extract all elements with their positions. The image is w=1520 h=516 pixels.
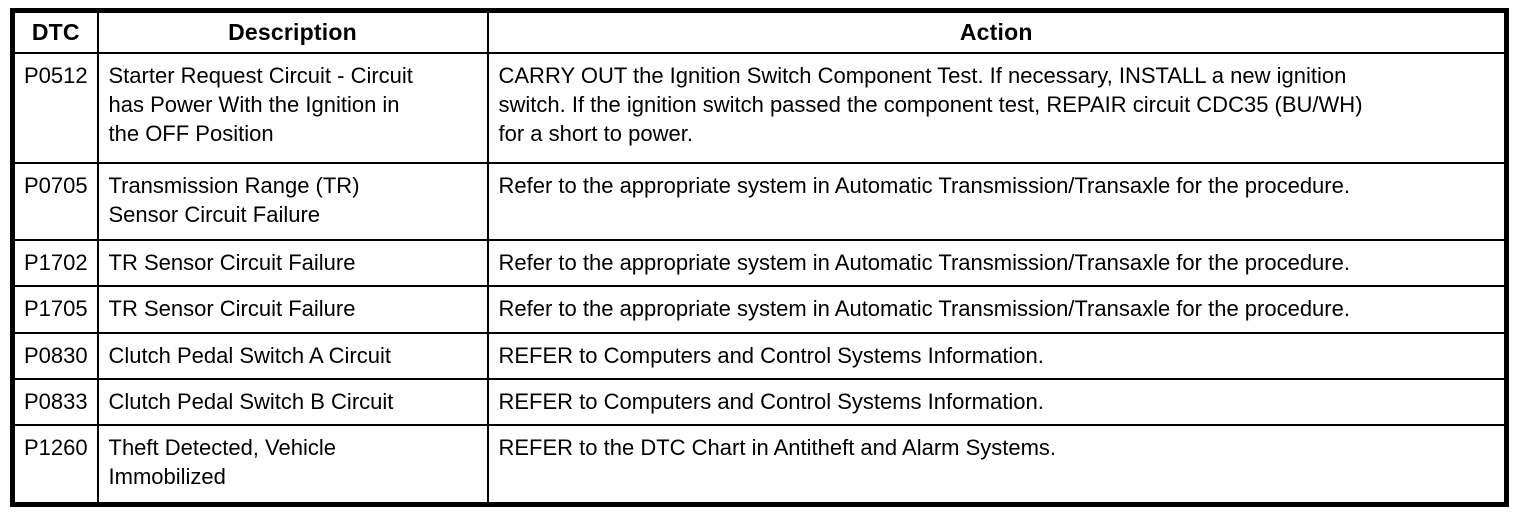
dtc-code-cell: P0705 [11,161,99,241]
description-cell: Clutch Pedal Switch A Circuit [96,331,489,380]
dtc-table: DTC Description Action P0512 Starter Req… [10,8,1509,507]
dtc-code-cell: P1702 [11,238,99,287]
action-cell: Refer to the appropriate system in Autom… [486,161,1508,241]
column-header-action: Action [486,9,1508,54]
table-row: P1702 TR Sensor Circuit Failure Refer to… [11,238,1508,287]
action-cell: REFER to the DTC Chart in Antitheft and … [486,423,1508,506]
dtc-code-cell: P0833 [11,377,99,426]
action-cell: Refer to the appropriate system in Autom… [486,284,1508,334]
description-cell: TR Sensor Circuit Failure [96,284,489,334]
table-row: P1705 TR Sensor Circuit Failure Refer to… [11,284,1508,334]
dtc-code-cell: P1705 [11,284,99,334]
action-cell: Refer to the appropriate system in Autom… [486,238,1508,287]
description-cell: Clutch Pedal Switch B Circuit [96,377,489,426]
action-cell: REFER to Computers and Control Systems I… [486,377,1508,426]
action-cell: CARRY OUT the Ignition Switch Component … [486,51,1508,164]
dtc-code-cell: P1260 [11,423,99,506]
header-row: DTC Description Action [11,9,1508,54]
action-cell: REFER to Computers and Control Systems I… [486,331,1508,380]
table-row: P0830 Clutch Pedal Switch A Circuit REFE… [11,331,1508,380]
column-header-description: Description [96,9,489,54]
table-row: P0512 Starter Request Circuit - Circuit … [11,51,1508,164]
dtc-code-cell: P0512 [11,51,99,164]
description-cell: Transmission Range (TR) Sensor Circuit F… [96,161,489,241]
dtc-table-header: DTC Description Action [11,9,1508,54]
table-row: P1260 Theft Detected, Vehicle Immobilize… [11,423,1508,506]
description-cell: Theft Detected, Vehicle Immobilized [96,423,489,506]
table-row: P0705 Transmission Range (TR) Sensor Cir… [11,161,1508,241]
description-cell: Starter Request Circuit - Circuit has Po… [96,51,489,164]
table-row: P0833 Clutch Pedal Switch B Circuit REFE… [11,377,1508,426]
description-cell: TR Sensor Circuit Failure [96,238,489,287]
column-header-dtc: DTC [11,9,99,54]
dtc-table-body: P0512 Starter Request Circuit - Circuit … [11,51,1508,506]
dtc-code-cell: P0830 [11,331,99,380]
